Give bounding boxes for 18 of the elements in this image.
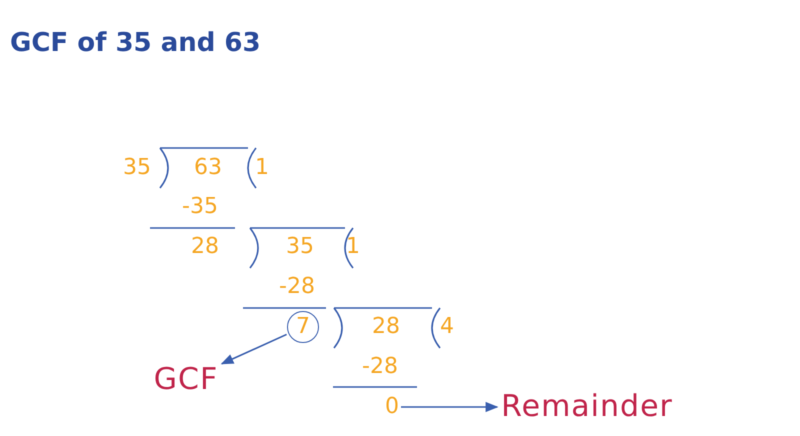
number: 1: [255, 157, 269, 179]
number: -28: [362, 356, 398, 378]
number: 1: [346, 236, 360, 258]
number: 4: [440, 316, 454, 338]
number: 0: [385, 396, 399, 418]
result-label: GCF: [154, 365, 218, 395]
number: 63: [194, 157, 222, 179]
number: 28: [372, 316, 400, 338]
result-label: Remainder: [501, 392, 673, 422]
number: -35: [182, 196, 218, 218]
arrow: [401, 402, 498, 412]
number: -28: [279, 276, 315, 298]
number: 28: [191, 236, 219, 258]
number: 35: [123, 157, 151, 179]
number: 35: [286, 236, 314, 258]
arrow: [220, 334, 287, 364]
title: GCF of 35 and 63: [10, 28, 261, 58]
circled-number: 7: [287, 311, 319, 343]
